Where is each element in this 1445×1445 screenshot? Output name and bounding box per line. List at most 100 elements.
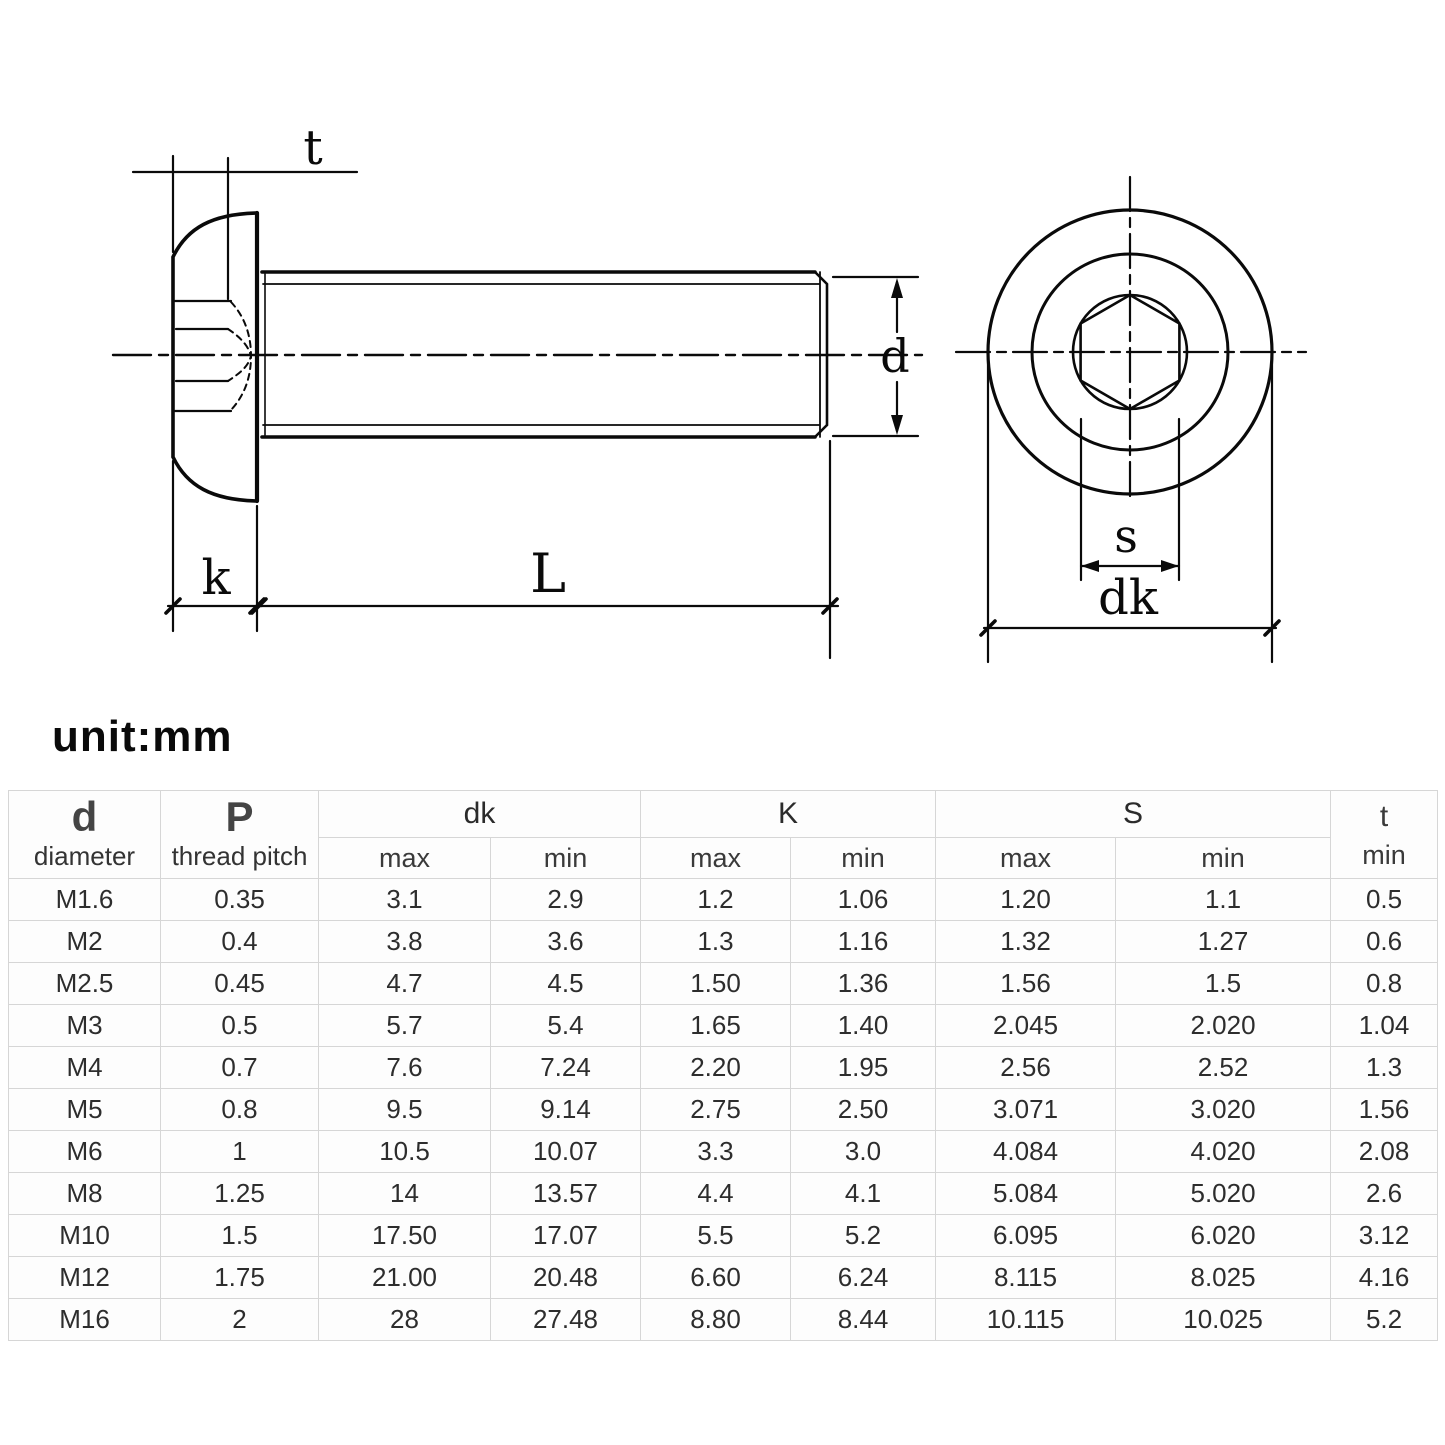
cell-dk_min: 5.4 (490, 1004, 641, 1047)
end-view: s dk (954, 175, 1308, 664)
unit-label: unit:mm (52, 712, 233, 761)
dimension-s (1079, 417, 1181, 582)
cell-p: 1 (160, 1130, 319, 1173)
p-symbol: P (225, 792, 254, 840)
cell-s_min: 2.020 (1115, 1004, 1332, 1047)
cell-d: M2 (8, 920, 161, 963)
cell-p: 0.7 (160, 1046, 319, 1089)
col-group-s: S (935, 790, 1332, 838)
cell-s_min: 4.020 (1115, 1130, 1332, 1173)
cell-t_min: 0.8 (1330, 962, 1439, 1005)
cell-k_min: 4.1 (789, 1172, 937, 1215)
col-header-d: d diameter (8, 790, 161, 879)
cell-t_min: 1.04 (1330, 1004, 1439, 1047)
col-header-p: P thread pitch (160, 790, 319, 879)
dk-max-header: max (318, 837, 491, 879)
cell-dk_max: 14 (318, 1172, 491, 1215)
cell-s_max: 3.071 (935, 1088, 1117, 1131)
cell-k_max: 2.75 (640, 1088, 791, 1131)
cell-dk_min: 13.57 (490, 1172, 641, 1215)
dim-label-L: L (530, 542, 566, 605)
cell-t_min: 1.56 (1330, 1088, 1439, 1131)
cell-dk_max: 10.5 (318, 1130, 491, 1173)
cell-dk_max: 4.7 (318, 962, 491, 1005)
cell-p: 0.5 (160, 1004, 319, 1047)
cell-s_max: 2.56 (935, 1046, 1117, 1089)
cell-s_max: 1.56 (935, 962, 1117, 1005)
cell-s_max: 10.115 (935, 1298, 1117, 1341)
cell-s_min: 6.020 (1115, 1214, 1332, 1257)
cell-p: 1.75 (160, 1256, 319, 1299)
cell-k_min: 1.95 (789, 1046, 937, 1089)
t-subheader: min (1362, 839, 1406, 870)
cell-t_min: 2.6 (1330, 1172, 1439, 1215)
dim-label-dk: dk (1098, 570, 1159, 626)
header-group-row: d diameter P thread pitch dk K S t min (8, 790, 1439, 879)
dim-label-k: k (201, 550, 231, 606)
cell-d: M16 (8, 1298, 161, 1341)
cell-dk_min: 3.6 (490, 920, 641, 963)
cell-s_max: 2.045 (935, 1004, 1117, 1047)
cell-t_min: 1.3 (1330, 1046, 1439, 1089)
cell-dk_min: 17.07 (490, 1214, 641, 1257)
cell-k_min: 1.40 (789, 1004, 937, 1047)
cell-dk_min: 9.14 (490, 1088, 641, 1131)
socket-cone-hidden (227, 301, 253, 411)
cell-k_min: 1.36 (789, 962, 937, 1005)
cell-p: 1.25 (160, 1172, 319, 1215)
cell-d: M8 (8, 1172, 161, 1215)
cell-dk_max: 9.5 (318, 1088, 491, 1131)
cell-p: 0.4 (160, 920, 319, 963)
cell-d: M10 (8, 1214, 161, 1257)
cell-dk_min: 20.48 (490, 1256, 641, 1299)
cell-k_max: 1.65 (640, 1004, 791, 1047)
cell-k_max: 3.3 (640, 1130, 791, 1173)
cell-k_max: 5.5 (640, 1214, 791, 1257)
cell-k_max: 1.2 (640, 878, 791, 921)
cell-d: M3 (8, 1004, 161, 1047)
cell-dk_max: 21.00 (318, 1256, 491, 1299)
cell-k_min: 1.16 (789, 920, 937, 963)
technical-drawing: t k L d (111, 120, 1308, 664)
dk-min-header: min (490, 837, 641, 879)
cell-k_max: 2.20 (640, 1046, 791, 1089)
side-view: t k L d (111, 120, 924, 660)
cell-p: 2 (160, 1298, 319, 1341)
cell-t_min: 0.6 (1330, 920, 1439, 963)
cell-d: M1.6 (8, 878, 161, 921)
dk-ticks (979, 619, 1281, 637)
d-caption: diameter (33, 840, 136, 871)
cell-s_min: 1.27 (1115, 920, 1332, 963)
cell-p: 0.45 (160, 962, 319, 1005)
cell-k_max: 8.80 (640, 1298, 791, 1341)
dimension-ticks (164, 597, 839, 615)
cell-p: 0.8 (160, 1088, 319, 1131)
cell-d: M2.5 (8, 962, 161, 1005)
cell-dk_max: 7.6 (318, 1046, 491, 1089)
cell-s_max: 1.32 (935, 920, 1117, 963)
s-max-header: max (935, 837, 1117, 879)
cell-d: M12 (8, 1256, 161, 1299)
dimension-table: d diameter P thread pitch dk K S t min m… (8, 790, 1439, 1341)
cell-s_min: 3.020 (1115, 1088, 1332, 1131)
cell-d: M6 (8, 1130, 161, 1173)
cell-k_min: 1.06 (789, 878, 937, 921)
screw-head-outline (171, 211, 259, 503)
k-max-header: max (640, 837, 791, 879)
cell-s_max: 1.20 (935, 878, 1117, 921)
cell-s_min: 1.5 (1115, 962, 1332, 1005)
hex-socket (1079, 293, 1181, 411)
cell-t_min: 0.5 (1330, 878, 1439, 921)
dim-label-d: d (880, 329, 909, 383)
dimension-d (831, 275, 920, 438)
k-min-header: min (789, 837, 937, 879)
cell-dk_max: 28 (318, 1298, 491, 1341)
col-group-k: K (639, 790, 937, 838)
